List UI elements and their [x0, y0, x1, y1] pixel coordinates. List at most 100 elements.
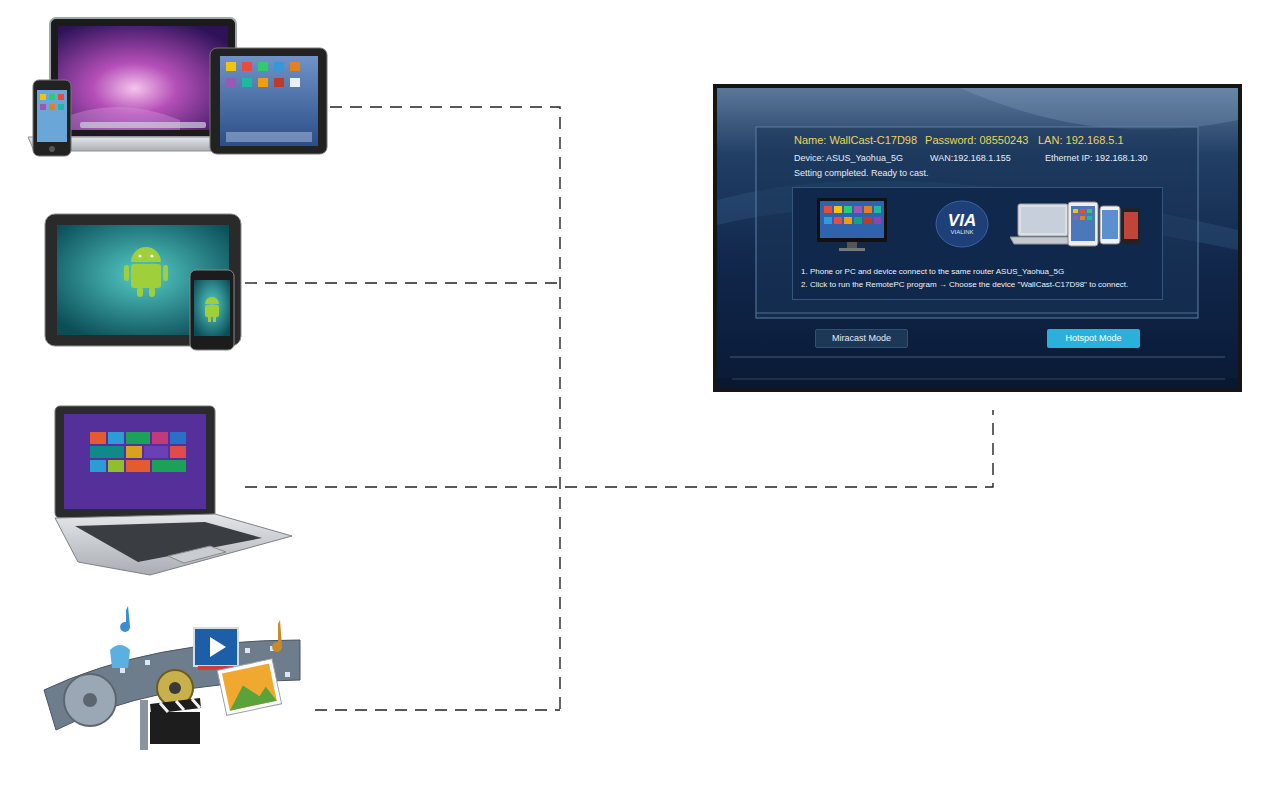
apple-devices	[58, 104, 64, 110]
windows-laptop	[126, 432, 150, 444]
android-devices	[45, 214, 241, 350]
button-label: Miracast Mode	[832, 333, 891, 343]
mode-button: Miracast Mode	[815, 329, 908, 348]
device-name: Name: WallCast-C17D98	[794, 134, 917, 147]
apple-devices	[49, 146, 55, 152]
media-collage	[83, 693, 97, 707]
ethernet-address-holder: Ethernet IP: 192.168.1.30	[1045, 153, 1148, 163]
devices-icon	[1010, 202, 1140, 246]
media-collage	[272, 620, 282, 652]
apple-devices	[242, 62, 252, 71]
devices-icon	[1010, 200, 1150, 250]
lan-address-holder: LAN: 192.168.5.1	[1038, 134, 1124, 147]
windows-laptop	[64, 414, 206, 509]
windows-laptop	[55, 406, 292, 575]
wan-address-holder: WAN:192.168.1.155	[930, 153, 1011, 163]
android-devices	[45, 214, 241, 346]
windows-laptop	[170, 432, 186, 444]
android-devices	[57, 225, 229, 335]
apple-devices	[274, 78, 284, 87]
media-collage	[120, 668, 125, 673]
tv-set	[717, 88, 1238, 388]
windows-laptop	[75, 522, 262, 562]
windows-laptop	[152, 432, 168, 444]
media-collage	[150, 712, 200, 744]
dashed-link	[315, 709, 560, 710]
windows-laptop	[90, 432, 106, 444]
media-collage	[110, 645, 130, 668]
apple-devices	[220, 56, 318, 146]
tv-set	[713, 84, 1242, 392]
android-devices	[150, 254, 153, 257]
media-collage	[160, 699, 200, 712]
tv-set	[730, 357, 1225, 358]
dashed-link	[245, 282, 560, 283]
android-devices	[131, 247, 161, 262]
apple-devices	[40, 104, 46, 110]
media-collage	[150, 698, 201, 714]
router-name-holder: Device: ASUS_Yaohua_5G	[794, 153, 903, 163]
tv-screen: Name: WallCast-C17D98 Password: 08550243 L…	[713, 84, 1242, 392]
dashed-link	[330, 107, 560, 710]
instruction-text: 2. Click to run the RemotePC program → C…	[801, 280, 1128, 289]
media-collage	[222, 663, 277, 710]
button-label: Hotspot Mode	[1065, 333, 1121, 343]
android-devices	[190, 270, 234, 350]
lan-address: LAN: 192.168.5.1	[1038, 134, 1124, 147]
media-collage	[225, 679, 277, 710]
apple-devices	[40, 94, 46, 100]
apple-devices	[80, 122, 206, 128]
logo-mark: VIA	[948, 212, 976, 229]
apple-devices	[210, 48, 327, 154]
ethernet-address: Ethernet IP: 192.168.1.30	[1045, 153, 1148, 163]
instruction-text-holder: 2. Click to run the RemotePC program → C…	[801, 280, 1128, 289]
apple-devices	[226, 78, 236, 87]
android-devices	[163, 265, 168, 281]
apple-devices	[33, 80, 71, 156]
apple-devices	[58, 94, 64, 100]
tv-set	[717, 378, 1238, 388]
apple-devices	[290, 62, 300, 71]
apple-devices	[274, 62, 284, 71]
windows-laptop	[90, 446, 124, 458]
media-collage	[44, 606, 300, 750]
tv-set	[960, 88, 1238, 130]
windows-laptop	[152, 460, 186, 472]
router-name: Device: ASUS_Yaohua_5G	[794, 153, 903, 163]
apple-devices	[28, 18, 327, 156]
instruction-text: 1. Phone or PC and device connect to the…	[801, 267, 1064, 276]
logo-name: VIALINK	[950, 229, 973, 236]
android-devices	[137, 287, 143, 297]
apple-devices	[258, 78, 268, 87]
instruction-text-holder: 1. Phone or PC and device connect to the…	[801, 267, 1064, 276]
preview-panel: 1. Phone or PC and device connect to the…	[792, 187, 1163, 300]
apple-devices	[242, 78, 252, 87]
android-devices	[131, 264, 161, 288]
status-text-holder: Setting completed. Ready to cast.	[794, 168, 929, 178]
device-name-holder: Name: WallCast-C17D98	[794, 134, 917, 147]
media-collage	[140, 700, 148, 750]
status-text: Setting completed. Ready to cast.	[794, 168, 929, 178]
windows-laptop	[55, 406, 215, 518]
windows-laptop	[168, 546, 226, 563]
apple-devices	[37, 90, 67, 142]
password: Password: 08550243	[925, 134, 1028, 147]
apple-devices	[226, 62, 236, 71]
media-collage	[64, 674, 116, 726]
android-devices	[208, 317, 211, 322]
windows-laptop	[108, 432, 124, 444]
tv-set	[713, 84, 1242, 392]
apple-devices	[49, 104, 55, 110]
tv-icon	[817, 198, 887, 251]
windows-laptop	[126, 460, 150, 472]
windows-laptop	[55, 514, 292, 575]
android-devices	[194, 280, 230, 336]
wan-address: WAN:192.168.1.155	[930, 153, 1011, 163]
media-collage	[145, 660, 150, 665]
android-devices	[205, 305, 219, 317]
tv-set	[756, 127, 1198, 318]
apple-devices	[258, 62, 268, 71]
password-holder: Password: 08550243	[925, 134, 1028, 147]
apple-devices	[58, 26, 228, 130]
